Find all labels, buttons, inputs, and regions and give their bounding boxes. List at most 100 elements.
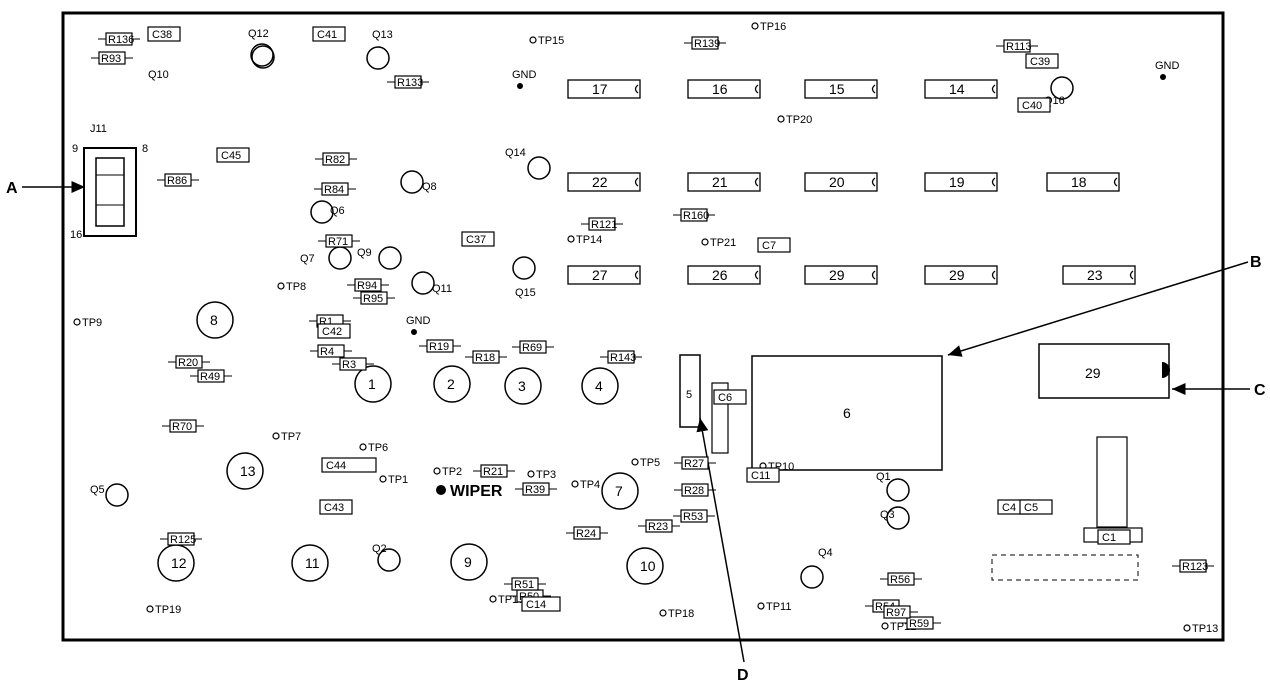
capacitor-c7: C7 bbox=[757, 237, 791, 253]
resistor-label-r49: R49 bbox=[200, 371, 220, 383]
capacitor-c45: C45 bbox=[216, 147, 250, 163]
capacitor-label-c39: C39 bbox=[1030, 56, 1050, 68]
capacitor-c43: C43 bbox=[319, 499, 353, 515]
resistor-label-r95: R95 bbox=[363, 293, 383, 305]
ic-top-label-2: 15 bbox=[829, 81, 845, 97]
ic-low-label-4: 23 bbox=[1087, 267, 1103, 283]
test-point-label-tp21: TP21 bbox=[710, 237, 736, 249]
capacitor-label-c14: C14 bbox=[526, 599, 546, 611]
resistor-r4: R4 bbox=[310, 344, 352, 358]
capacitor-label-c43: C43 bbox=[324, 502, 344, 514]
test-point-tp16: TP16 bbox=[751, 21, 786, 33]
transistor-label-q12: Q12 bbox=[248, 28, 269, 40]
test-point-label-tp5: TP5 bbox=[640, 457, 660, 469]
round-component-label-1: 1 bbox=[368, 376, 376, 392]
resistor-r53: R53 bbox=[673, 509, 715, 523]
component-5: 5 bbox=[679, 354, 729, 454]
ic-mid-2: 20 bbox=[804, 172, 878, 192]
capacitor-label-c45: C45 bbox=[221, 150, 241, 162]
transistor-q4: Q4 bbox=[800, 547, 833, 589]
resistor-label-r82: R82 bbox=[325, 154, 345, 166]
ic-mid-3: 19 bbox=[924, 172, 998, 192]
capacitor-label-c1: C1 bbox=[1102, 532, 1116, 544]
transistor-label-q2: Q2 bbox=[372, 543, 387, 555]
capacitor-label-c44: C44 bbox=[326, 460, 346, 472]
resistor-r123: R123 bbox=[1172, 559, 1214, 573]
resistor-r39: R39 bbox=[515, 482, 557, 496]
ic-mid-label-3: 19 bbox=[949, 174, 965, 190]
test-point-label-tp18: TP18 bbox=[668, 608, 694, 620]
test-point-label-tp9: TP9 bbox=[82, 317, 102, 329]
ic-top-0: 17 bbox=[567, 79, 641, 99]
capacitor-c14: C14 bbox=[521, 596, 561, 612]
ic-top-2: 15 bbox=[804, 79, 878, 99]
transistor-q8: Q8 bbox=[400, 170, 437, 194]
capacitor-label-c37: C37 bbox=[466, 234, 486, 246]
gnd-text-2: GND bbox=[406, 315, 431, 327]
ic-top-1: 16 bbox=[687, 79, 761, 99]
resistor-r125: R125 bbox=[160, 532, 202, 546]
transistor-q15: Q15 bbox=[512, 256, 536, 299]
round-component-label-13: 13 bbox=[240, 463, 256, 479]
resistor-label-r20: R20 bbox=[178, 357, 198, 369]
capacitor-label-c4: C4 bbox=[1002, 502, 1016, 514]
test-point-label-tp4: TP4 bbox=[580, 479, 600, 491]
round-component-label-7: 7 bbox=[615, 483, 623, 499]
resistor-label-r39: R39 bbox=[525, 484, 545, 496]
round-component-label-11: 11 bbox=[305, 555, 320, 571]
resistor-r21: R21 bbox=[473, 464, 515, 478]
capacitor-label-c40: C40 bbox=[1022, 100, 1042, 112]
transistor-q14: Q14 bbox=[505, 147, 551, 180]
round-component-label-2: 2 bbox=[447, 376, 455, 392]
ic-top-label-1: 16 bbox=[712, 81, 728, 97]
capacitor-c38: C38 bbox=[147, 26, 181, 42]
wiper-dot bbox=[436, 485, 446, 495]
test-point-tp4: TP4 bbox=[571, 479, 600, 491]
gnd-label-2: GND bbox=[406, 315, 431, 335]
transistor-label-q9: Q9 bbox=[357, 247, 372, 259]
ic-top-3: 14 bbox=[924, 79, 998, 99]
test-point-label-tp11: TP11 bbox=[766, 601, 791, 613]
resistor-label-r94: R94 bbox=[357, 280, 377, 292]
j11-label: J11 bbox=[90, 123, 107, 135]
resistor-label-r93: R93 bbox=[101, 53, 121, 65]
test-point-tp14: TP14 bbox=[567, 234, 602, 246]
round-component-label-10: 10 bbox=[640, 558, 656, 574]
resistor-label-r24: R24 bbox=[576, 528, 596, 540]
resistor-r71: R71 bbox=[318, 234, 360, 248]
test-point-label-tp7: TP7 bbox=[281, 431, 301, 443]
capacitor-c41: C41 bbox=[312, 26, 346, 42]
round-component-12: 12 bbox=[157, 544, 195, 582]
transistor-label-q6: Q6 bbox=[330, 205, 345, 217]
test-point-tp19: TP19 bbox=[146, 604, 181, 616]
resistor-r70: R70 bbox=[162, 419, 204, 433]
ic-low-label-0: 27 bbox=[592, 267, 608, 283]
transistor-label-q10: Q10 bbox=[148, 69, 169, 81]
gnd-text-1: GND bbox=[512, 69, 537, 81]
wiper-label: WIPER bbox=[450, 483, 503, 500]
round-component-label-12: 12 bbox=[171, 555, 187, 571]
resistor-r84: R84 bbox=[314, 182, 356, 196]
resistor-r95: R95 bbox=[353, 291, 395, 305]
capacitor-label-c7: C7 bbox=[762, 240, 776, 252]
capacitor-c44: C44 bbox=[321, 457, 377, 473]
resistor-label-r28: R28 bbox=[684, 485, 704, 497]
round-component-11: 11 bbox=[291, 544, 329, 582]
component-6-label: 6 bbox=[843, 405, 851, 421]
gnd-label-1: GND bbox=[512, 69, 537, 89]
resistor-label-r51: R51 bbox=[514, 579, 534, 591]
j11-pin8: 8 bbox=[142, 143, 148, 155]
resistor-label-r69: R69 bbox=[522, 342, 542, 354]
resistor-label-r121: R121 bbox=[591, 219, 617, 231]
test-point-tp11: TP11 bbox=[757, 601, 791, 613]
test-point-tp21: TP21 bbox=[701, 237, 736, 249]
capacitor-c37: C37 bbox=[461, 231, 495, 247]
transistor-label-q14: Q14 bbox=[505, 147, 526, 159]
test-point-tp18: TP18 bbox=[659, 608, 694, 620]
capacitor-label-c41: C41 bbox=[317, 29, 337, 41]
resistor-r136: R136 bbox=[98, 32, 140, 46]
board-outline bbox=[61, 11, 1225, 642]
ic-low-4: 23 bbox=[1062, 265, 1136, 285]
round-component-label-8: 8 bbox=[210, 312, 218, 328]
test-point-label-tp16: TP16 bbox=[760, 21, 786, 33]
